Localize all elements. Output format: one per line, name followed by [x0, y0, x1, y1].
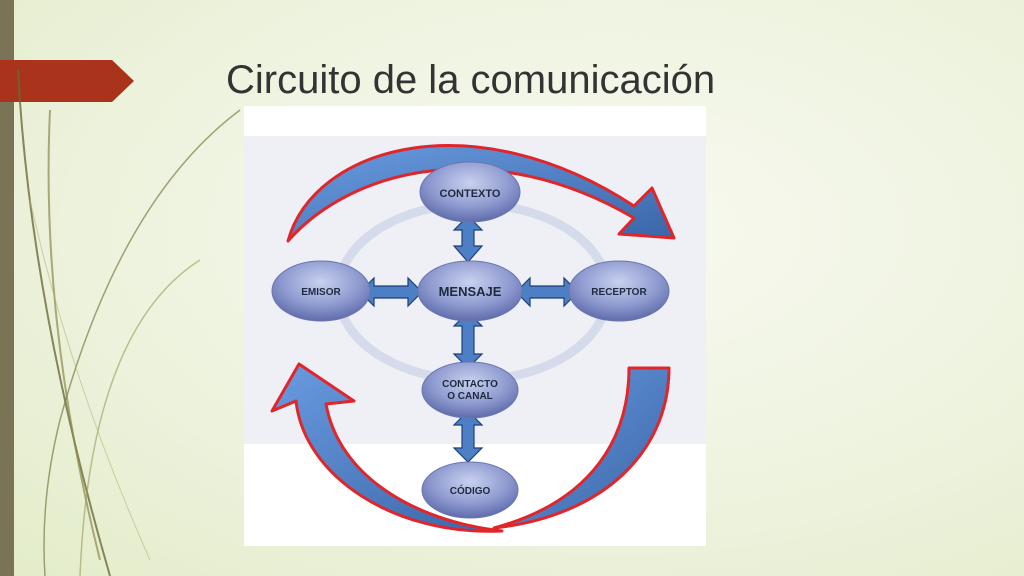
left-accent-bar [0, 0, 14, 576]
title-arrow-tab [0, 60, 134, 102]
curved-arrow-left [270, 362, 504, 533]
node-codigo: CÓDIGO [421, 461, 519, 519]
node-contacto: CONTACTO O CANAL [421, 361, 519, 419]
node-mensaje-label: MENSAJE [439, 284, 502, 299]
curved-arrow-right [492, 366, 671, 530]
communication-diagram: CONTEXTO EMISOR MENSAJE RECEPTOR CONTACT… [244, 106, 706, 546]
node-emisor-label: EMISOR [301, 287, 341, 298]
node-mensaje: MENSAJE [417, 260, 523, 322]
node-contexto-label: CONTEXTO [440, 188, 501, 200]
node-emisor: EMISOR [271, 260, 371, 322]
node-receptor-label: RECEPTOR [591, 287, 647, 298]
node-contacto-label-2: O CANAL [447, 391, 493, 402]
decorative-grass-strokes [17, 69, 241, 576]
slide-title: Circuito de la comunicación [226, 58, 716, 102]
node-contacto-label-1: CONTACTO [442, 379, 498, 390]
curved-arrow-top [286, 144, 676, 243]
node-codigo-label: CÓDIGO [450, 484, 491, 497]
node-contexto: CONTEXTO [419, 161, 521, 223]
node-receptor: RECEPTOR [568, 260, 670, 322]
